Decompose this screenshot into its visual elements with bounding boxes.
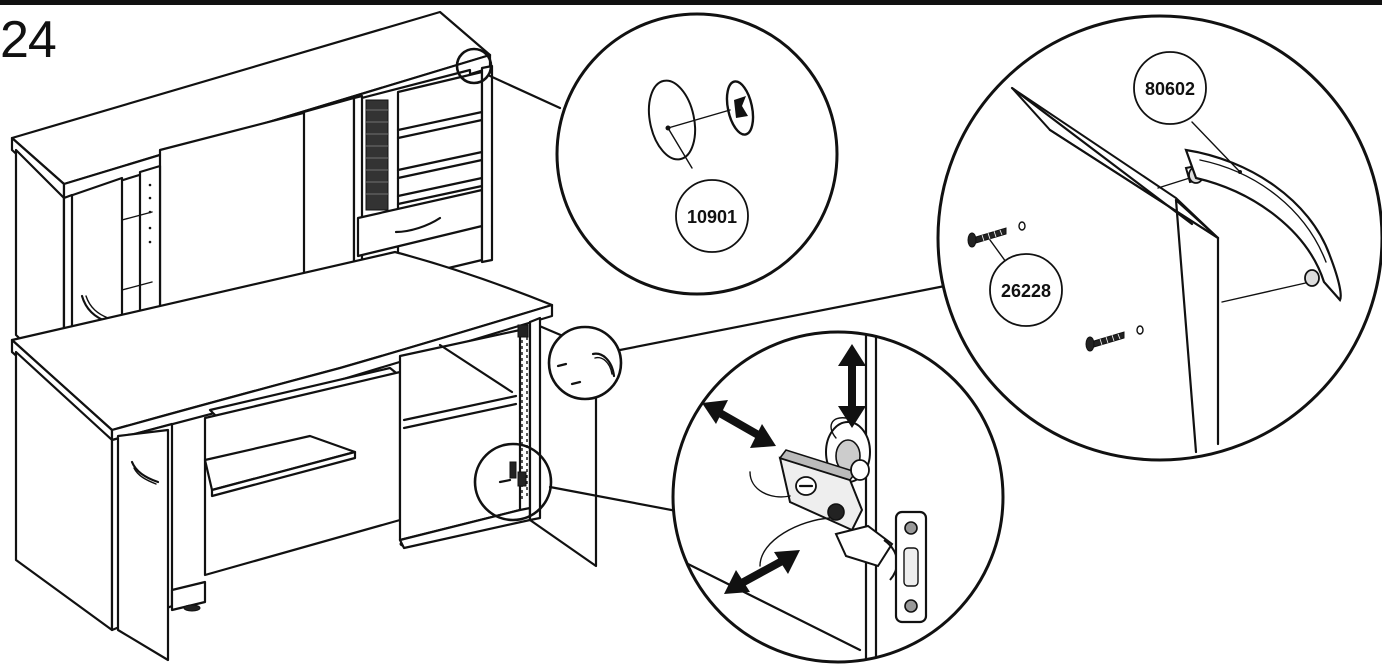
- cam-hole: [647, 79, 697, 161]
- desk-right-cabinet: [398, 328, 522, 542]
- cam-part-label-circle: [675, 179, 749, 253]
- leader-line-hinge: [548, 485, 684, 514]
- cd-rack: [365, 99, 389, 211]
- cam-part-number: 10901: [687, 207, 737, 227]
- leader-line-handle: [618, 283, 952, 352]
- adjust-arrow-depth: [702, 400, 776, 448]
- callout-circle-handle: [547, 325, 623, 401]
- screw-part-number: 26228: [1001, 281, 1051, 301]
- handle-part-number: 80602: [1145, 79, 1195, 99]
- hutch-drawer-handle: [394, 216, 442, 234]
- detail-hinge: [671, 330, 1005, 664]
- handle-part-label-circle: [1133, 51, 1207, 125]
- screw-part-label-circle: [989, 253, 1063, 327]
- computer-desk: [10, 10, 598, 662]
- step-number: 24: [0, 11, 57, 69]
- detail-handle: 80602 26228: [936, 14, 1382, 462]
- adjust-arrow-side: [724, 550, 800, 594]
- detail-cam: 10901: [555, 12, 839, 296]
- callout-circle-hinge: [473, 442, 553, 522]
- adjust-arrow-vertical: [838, 344, 866, 428]
- handle-screw-bottom: [1085, 325, 1144, 352]
- top-border: [0, 0, 1382, 5]
- callout-circle-top: [455, 47, 493, 85]
- shelf-pin-holes: [148, 183, 152, 244]
- handle-screw-top: [967, 221, 1026, 248]
- leader-line-cam: [488, 74, 562, 110]
- door-handle: [1184, 148, 1342, 302]
- desk-left-door: [116, 428, 170, 662]
- hinge-adjust-screw-2: [827, 503, 845, 521]
